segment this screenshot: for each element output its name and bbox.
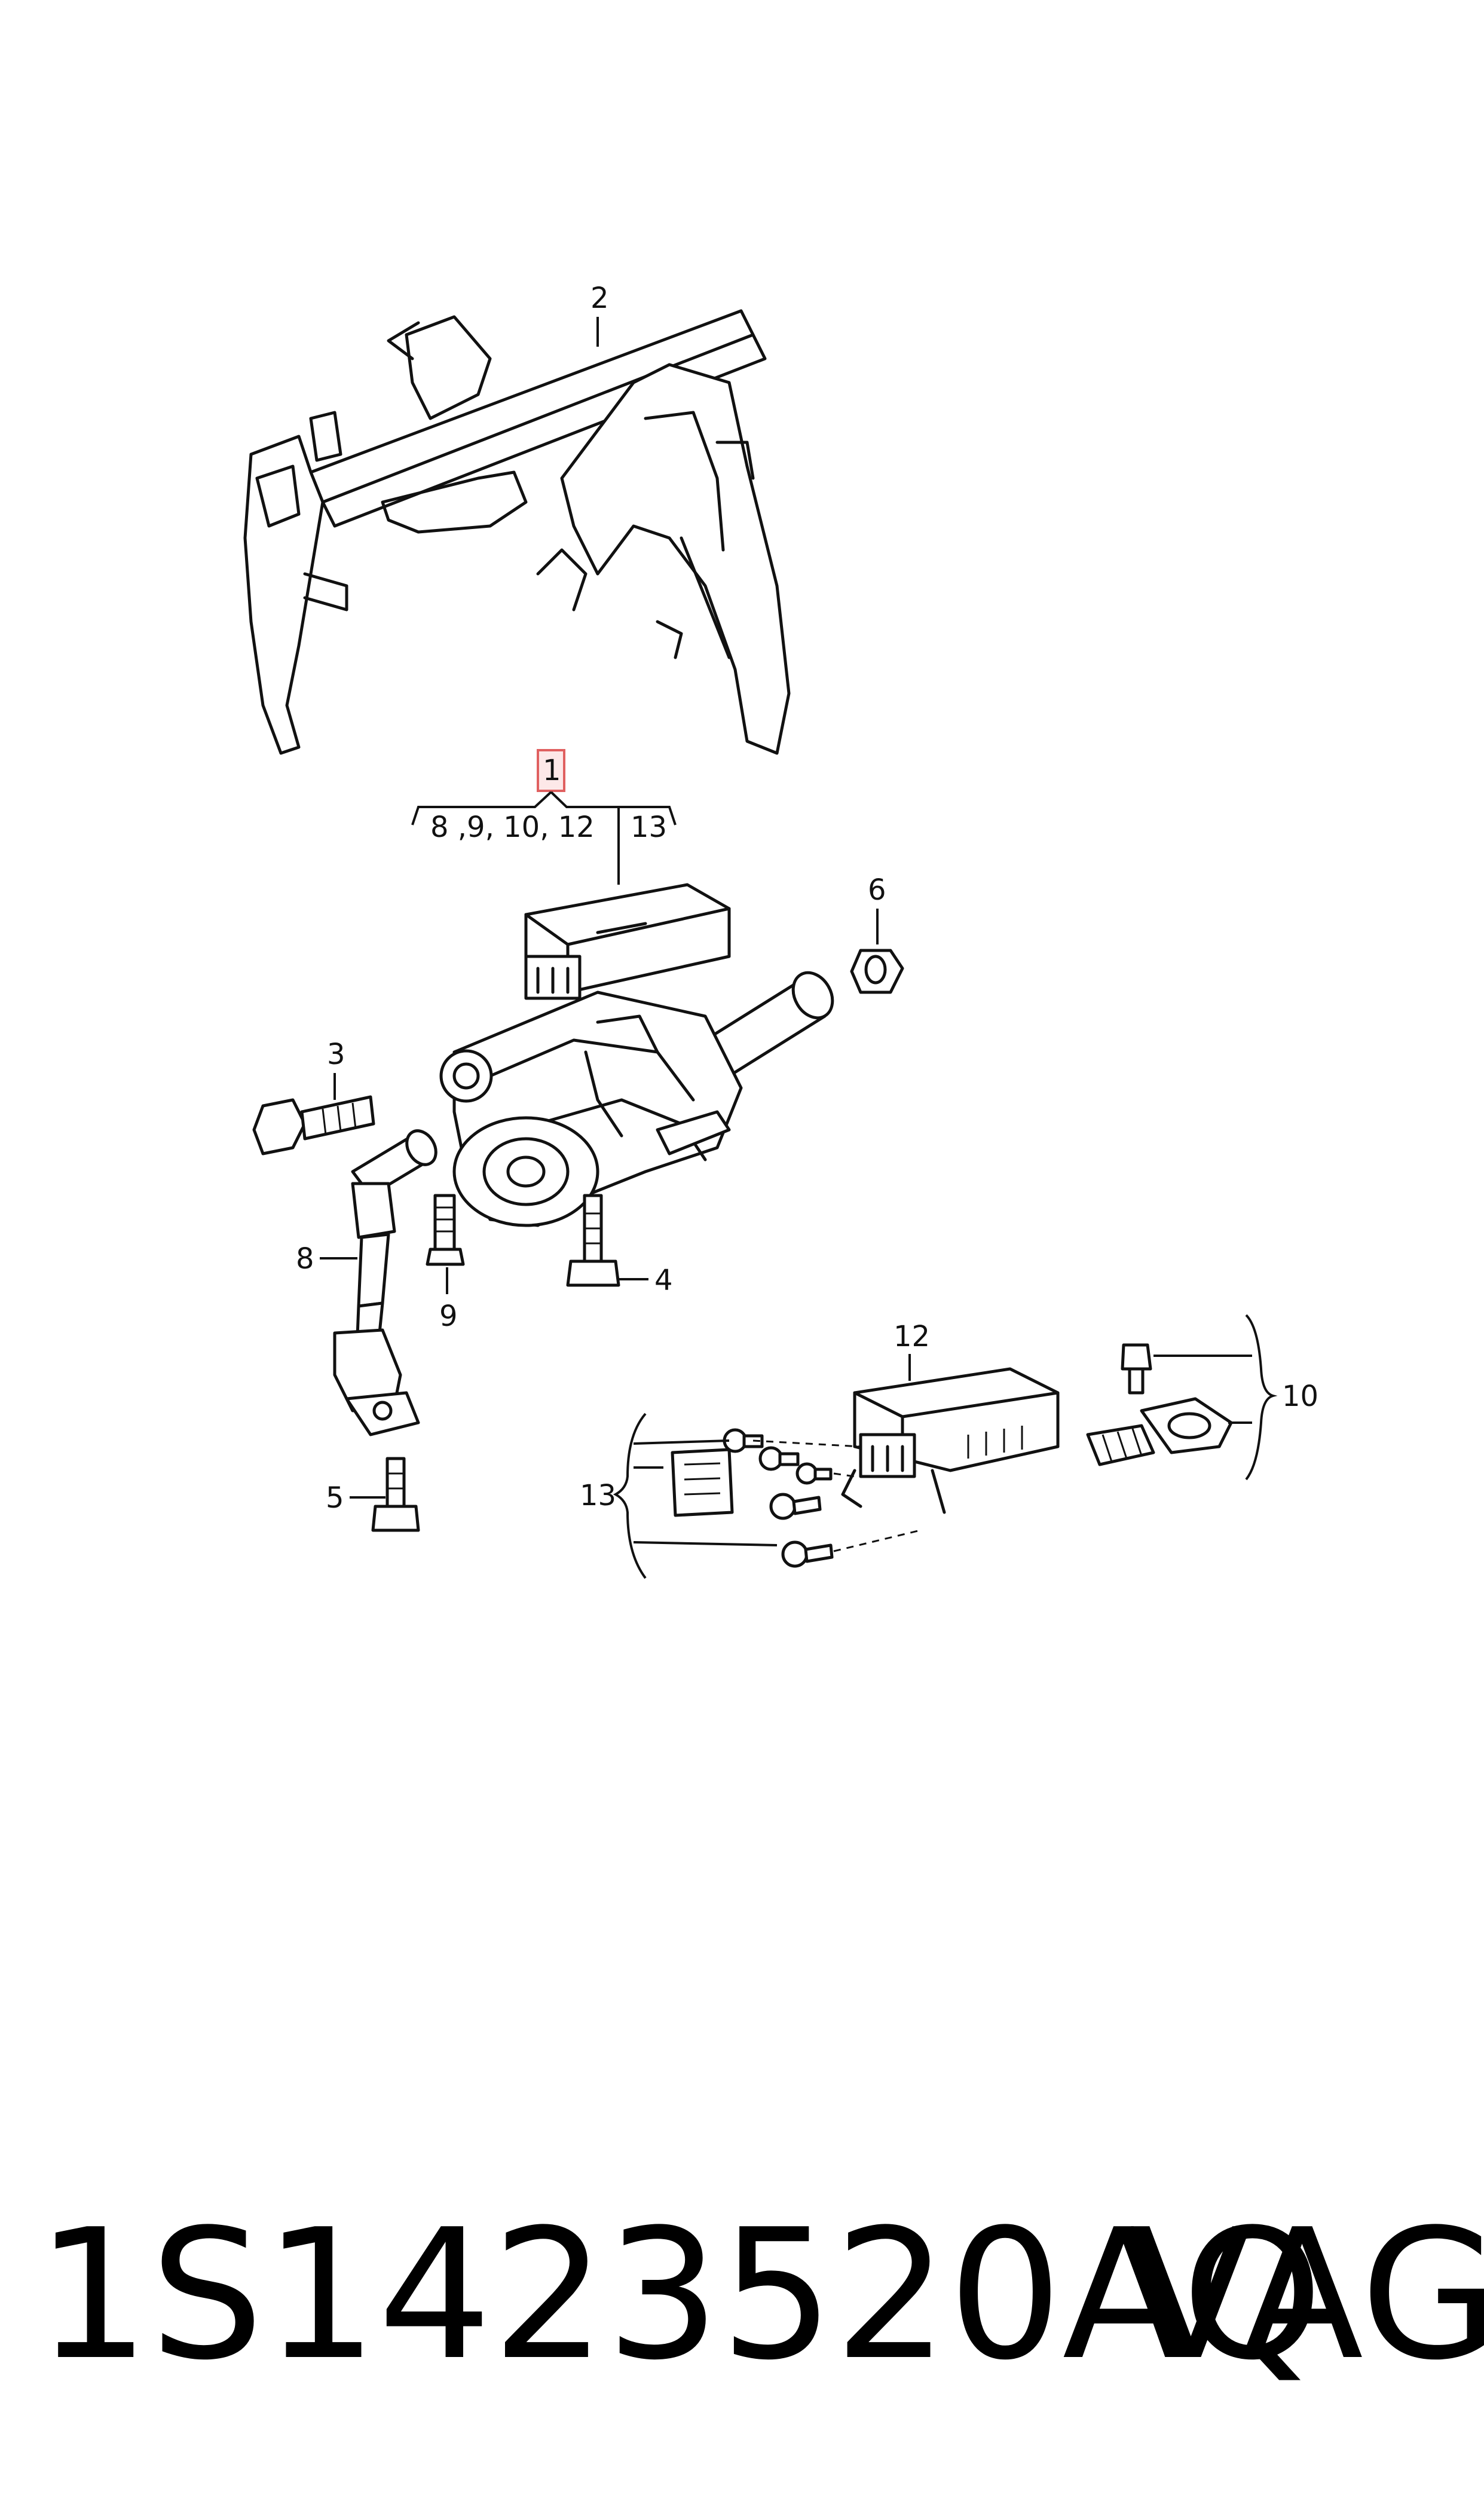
leaders-13	[633, 1439, 778, 1546]
part-2-cross-member	[243, 309, 791, 755]
callout-3: 3	[327, 1038, 345, 1071]
callout-1: 1	[543, 754, 561, 787]
bracket-13	[613, 1413, 647, 1579]
part-number-label: 1S1423520AQ	[36, 2191, 1323, 2399]
callout-2: 2	[590, 282, 609, 315]
callout-13: 13	[580, 1479, 616, 1512]
callout-1-sub2: 13	[631, 811, 667, 844]
callout-8: 8	[296, 1242, 314, 1276]
brand-label: VAG	[1130, 2191, 1484, 2399]
callout-12: 12	[894, 1320, 930, 1353]
leaders-13-dashed	[752, 1439, 921, 1552]
bracket-10	[1245, 1314, 1278, 1481]
part-8-intermediate-shaft	[333, 1129, 437, 1436]
part-5-bolt	[371, 1457, 420, 1532]
part-10-bracket	[1086, 1343, 1233, 1466]
part-6-nut	[850, 949, 904, 994]
part-12-control-unit	[841, 1367, 1060, 1514]
part-9-bolt	[426, 1194, 465, 1266]
callout-1-highlight-box	[537, 749, 565, 792]
callout-10: 10	[1282, 1380, 1318, 1413]
callout-4: 4	[654, 1264, 673, 1297]
callout-1-sub: 8 ,9, 10, 12	[430, 811, 595, 844]
part-1-steering-column	[439, 883, 834, 1227]
parts-diagram: 2 1 8 ,9, 10, 12 13 6	[243, 282, 1318, 1579]
part-4-bolt	[566, 1194, 620, 1287]
callout-6: 6	[868, 873, 886, 907]
part-3-bolt	[252, 1095, 375, 1155]
callout-5: 5	[326, 1481, 344, 1515]
part-13-hardware	[671, 1428, 834, 1568]
callout-9: 9	[439, 1300, 458, 1333]
